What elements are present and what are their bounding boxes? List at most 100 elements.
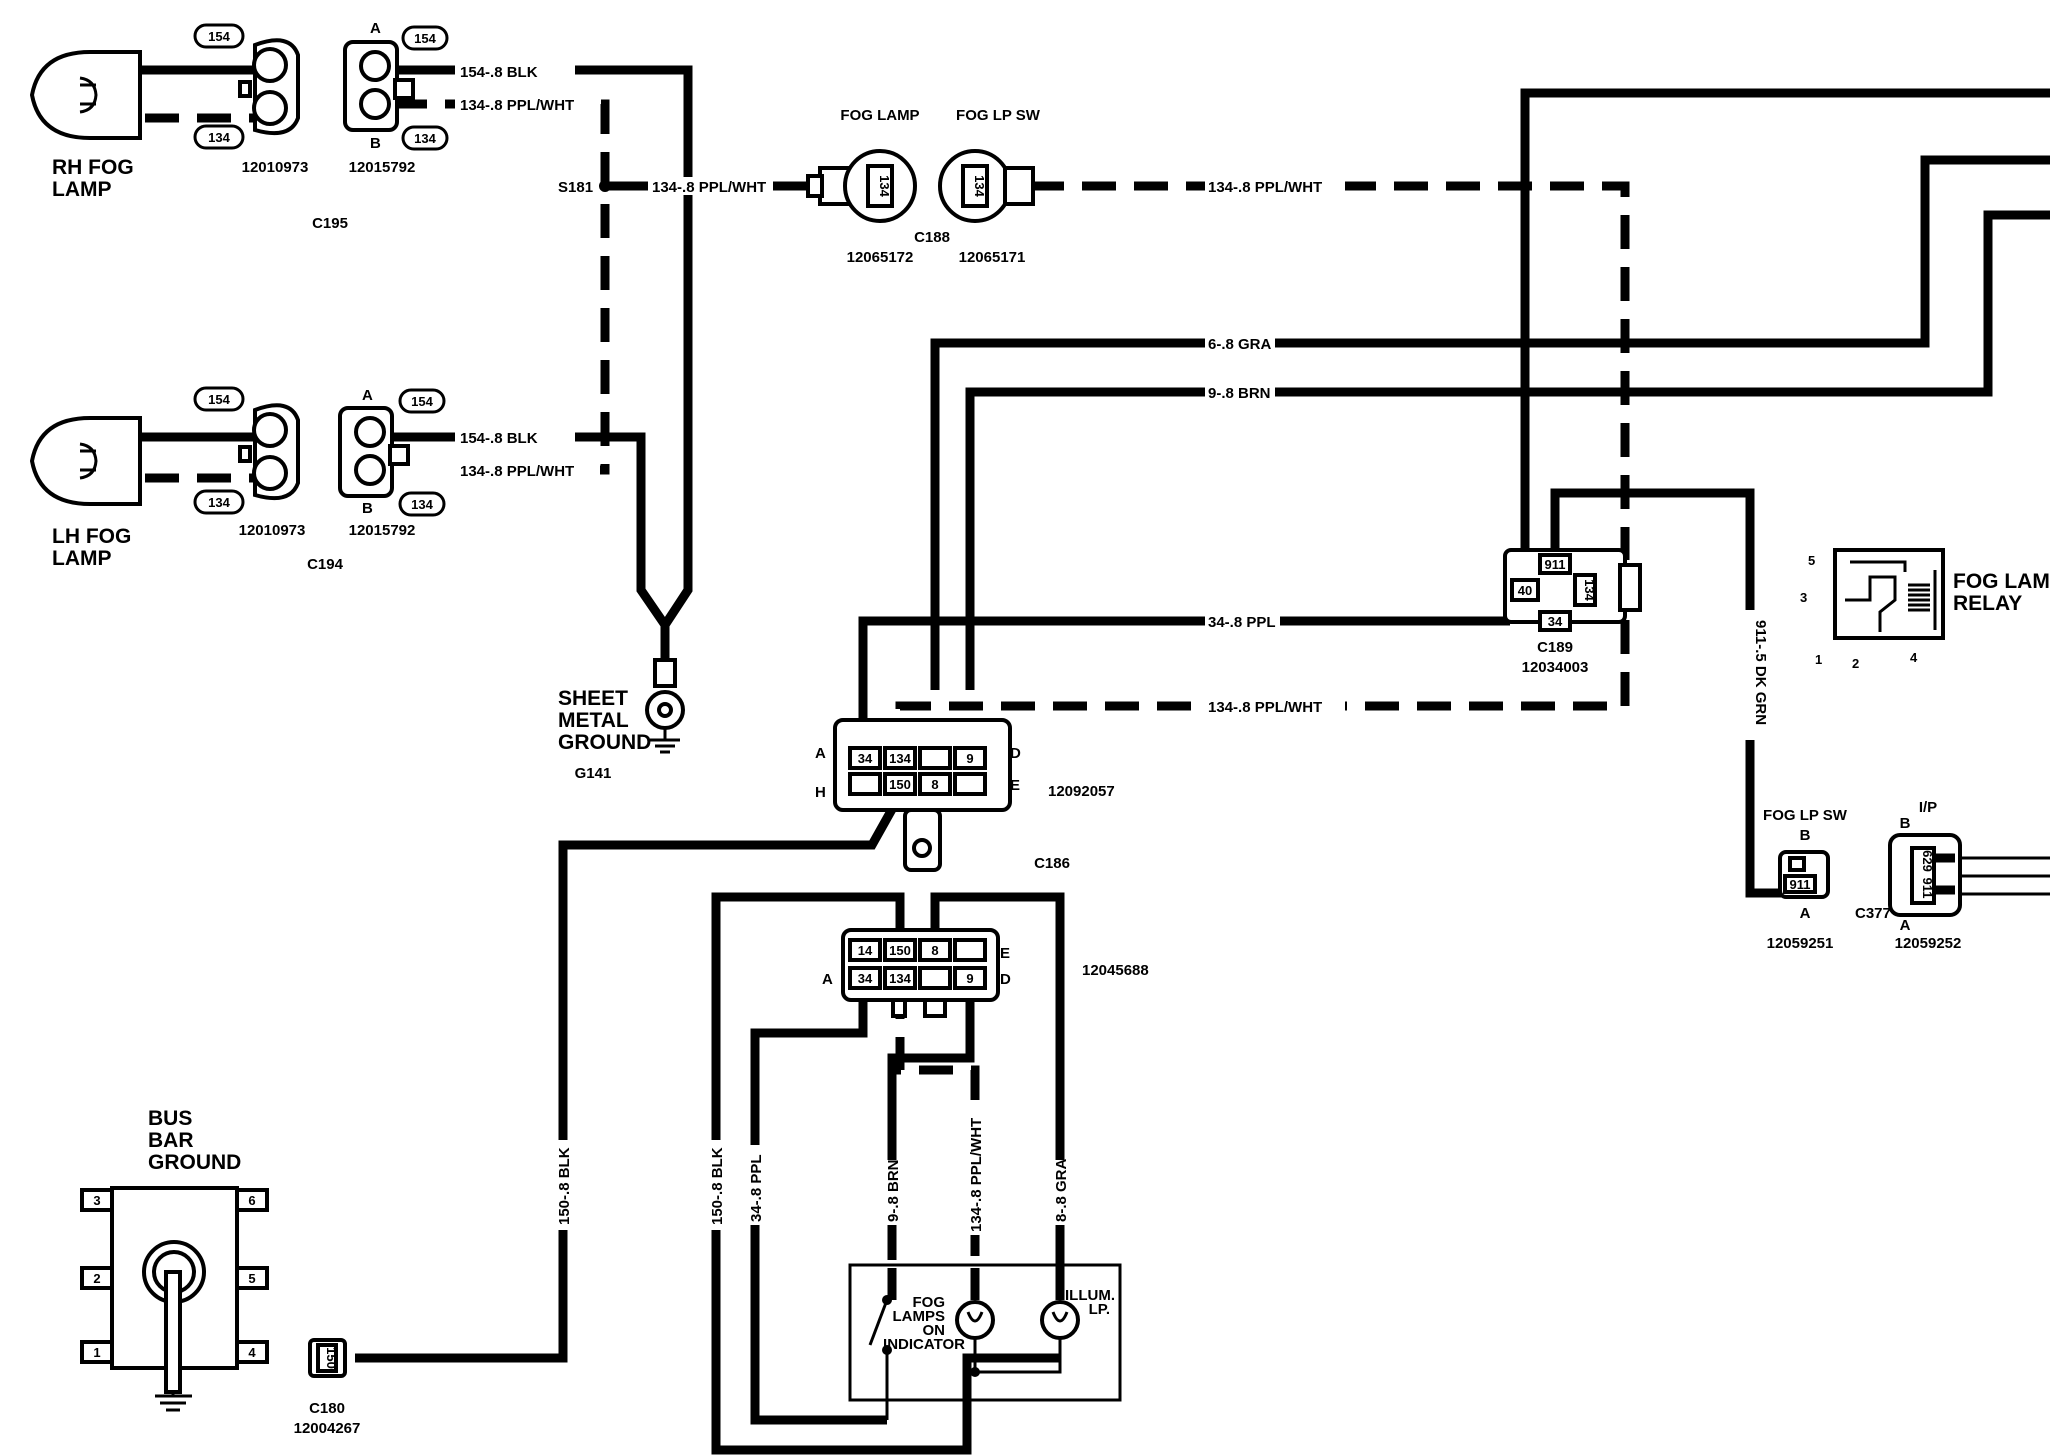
connector-c186: 34 134 9 150 8 A H D E 12092057 C186 — [815, 718, 1115, 872]
pin: 134 — [877, 175, 892, 197]
connector-id: C189 — [1537, 639, 1573, 656]
relay-pin: 1 — [1815, 652, 1822, 667]
pin-letter: D — [1000, 971, 1011, 988]
pin-letter: A — [362, 387, 373, 404]
pin: 34 — [858, 971, 873, 986]
pin-letter: B — [1800, 827, 1811, 844]
pin: 34 — [1548, 614, 1563, 629]
wire-label: 911-.5 DK GRN — [1752, 620, 1769, 725]
pin: 911 — [1545, 557, 1566, 572]
pin: 134 — [889, 971, 911, 986]
pin-letter: A — [822, 971, 833, 988]
pin-letter: A — [370, 20, 381, 37]
pin: 911 — [1920, 878, 1935, 899]
pin-letter: A — [815, 745, 826, 762]
bus-pin: 1 — [93, 1345, 100, 1360]
wire-label: 9-.8 BRN — [885, 1159, 902, 1222]
pin: 150 — [324, 1347, 339, 1369]
wire-label: 134-.8 PPL/WHT — [460, 463, 574, 480]
callout: 134 — [208, 130, 230, 145]
part-number: 12065171 — [959, 249, 1026, 266]
wire-label: 154-.8 BLK — [460, 64, 538, 81]
fog-lamp-relay: 5 3 1 2 4 FOG LAMPRELAY — [1800, 548, 2050, 671]
wire-labels-left: 154-.8 BLK 134-.8 PPL/WHT 154-.8 BLK 134… — [455, 62, 773, 480]
part-number: 12010973 — [239, 522, 306, 539]
connector-id: C180 — [309, 1400, 345, 1417]
pin: 150 — [889, 777, 911, 792]
wire-label: 9-.8 BRN — [1208, 385, 1271, 402]
connector-c189: 911 40 34 134 C189 12034003 — [1503, 548, 1642, 676]
wire-label: 8-.8 GRA — [1053, 1158, 1070, 1222]
wire-label: 134-.8 PPL/WHT — [460, 97, 574, 114]
part-number: 12034003 — [1522, 659, 1589, 676]
bus-pin: 2 — [93, 1271, 100, 1286]
pin-letter: B — [1900, 815, 1911, 832]
illum-label: ILLUM.LP. — [1065, 1287, 1115, 1318]
pin: 134 — [972, 175, 987, 197]
part-number: 12004267 — [294, 1420, 361, 1437]
wire-labels-mid: 134-.8 PPL/WHT 6-.8 GRA 9-.8 BRN 34-.8 P… — [1205, 177, 1769, 740]
connector-id: C377 — [1855, 905, 1891, 922]
part-number: 12065172 — [847, 249, 914, 266]
pin-letter: A — [1900, 917, 1911, 934]
callout: 154 — [414, 31, 436, 46]
switch-connector: 14 150 8 34 134 9 A E D 12045688 — [822, 928, 1149, 1018]
part-number: 12059251 — [1767, 935, 1834, 952]
pin: 9 — [966, 751, 973, 766]
relay-pin: 4 — [1910, 650, 1918, 665]
connector-12015792-bottom: A B 154 134 12015792 — [338, 387, 446, 539]
pin-letter: E — [1000, 945, 1010, 962]
pin: 14 — [858, 943, 873, 958]
connector-id: C186 — [1034, 855, 1070, 872]
bus-pin: 5 — [248, 1271, 255, 1286]
relay-label: FOG LAMPRELAY — [1953, 570, 2050, 615]
wire-label: 134-.8 PPL/WHT — [652, 179, 766, 196]
part-number: 12045688 — [1082, 962, 1149, 979]
pin: 134 — [1582, 579, 1597, 601]
pin-letter: E — [1010, 777, 1020, 794]
pin: 134 — [889, 751, 911, 766]
relay-pin: 3 — [1800, 590, 1807, 605]
bus-pin: 4 — [248, 1345, 256, 1360]
callout: 134 — [208, 495, 230, 510]
pin-letter: B — [362, 500, 373, 517]
part-number: 12010973 — [242, 159, 309, 176]
wire-label: 150-.8 BLK — [709, 1147, 726, 1225]
pin-letter: B — [370, 135, 381, 152]
connector-12015792-top: A B 154 134 12015792 — [343, 20, 449, 176]
pin: 8 — [931, 943, 938, 958]
ip-connector-c377: I/P B 629 911 A 12059252 — [1888, 799, 1962, 952]
wires — [140, 65, 2050, 1455]
pin-letter: H — [815, 784, 826, 801]
pin: 8 — [931, 777, 938, 792]
splice-id: S181 — [558, 179, 593, 196]
pin-letter: D — [1010, 745, 1021, 762]
callout: 154 — [208, 29, 230, 44]
part-number: 12092057 — [1048, 783, 1115, 800]
ip-label: I/P — [1919, 799, 1937, 816]
pin: 911 — [1790, 877, 1811, 892]
pin: 40 — [1518, 583, 1532, 598]
pin: 34 — [858, 751, 873, 766]
splice-dot — [599, 180, 611, 192]
relay-pin: 5 — [1808, 553, 1815, 568]
callout: 134 — [411, 497, 433, 512]
bus-pin: 3 — [93, 1193, 100, 1208]
pin: 150 — [889, 943, 911, 958]
relay-pin: 2 — [1852, 656, 1859, 671]
part-number: 12015792 — [349, 159, 416, 176]
connector-id: C194 — [307, 556, 344, 573]
callout: 154 — [411, 394, 433, 409]
wire-label: 134-.8 PPL/WHT — [1208, 179, 1322, 196]
wire-label: 34-.8 PPL — [748, 1154, 765, 1222]
